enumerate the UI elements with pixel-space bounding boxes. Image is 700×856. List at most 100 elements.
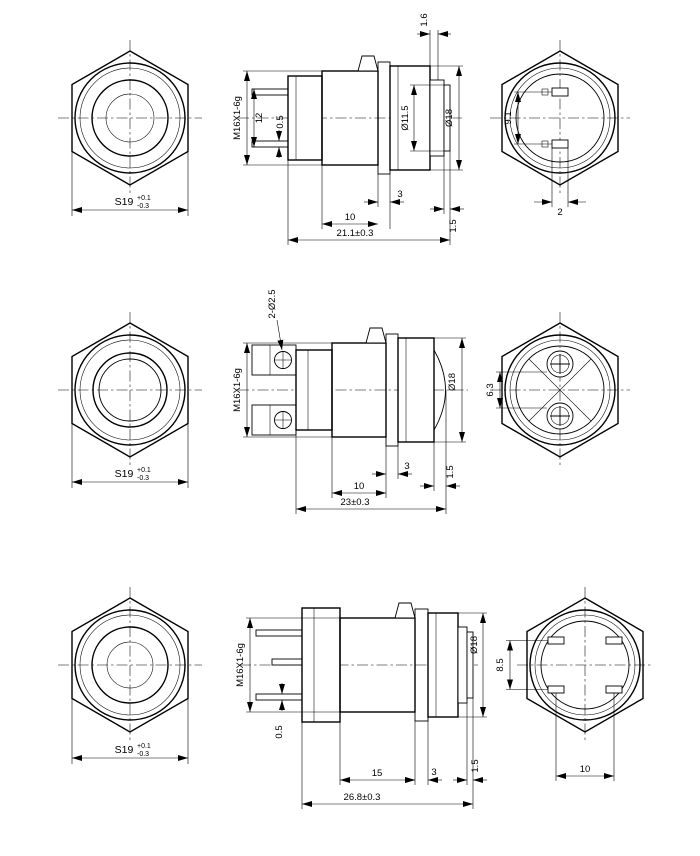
row1-tip-dim: 1.5 — [430, 151, 464, 245]
dim-hex-tol-top: +0.1 — [137, 743, 151, 750]
row2-pin-pitch-dim: 6.3 — [485, 371, 547, 409]
hex-nut-outline — [71, 322, 189, 458]
dim-hex-tol-bot: -0.3 — [137, 203, 149, 210]
row2-terminal-separators — [528, 358, 592, 422]
row2-flange-dia-dim: Ø18 — [434, 337, 466, 443]
row1-lip-dim: 1.6 — [417, 13, 451, 80]
hex-nut-outline — [501, 322, 619, 458]
row1-front-s19-dim: S19 +0.1 -0.3 — [71, 152, 189, 216]
row2-front-rings — [74, 334, 186, 446]
dim-hex-tol-bot: -0.3 — [137, 475, 149, 482]
dim-tip-thk: 1.5 — [445, 465, 456, 478]
dim-hex-tol-top: +0.1 — [137, 195, 151, 202]
row1-pin-pitch-dim: 9.1 — [503, 91, 552, 145]
row2-front-s19-dim: S19 +0.1 -0.3 — [71, 424, 189, 488]
dim-pin-spacing: 10 — [580, 764, 591, 775]
row2-back-rings — [504, 334, 616, 446]
dim-button-dia: Ø11.5 — [400, 105, 411, 130]
row1-pin-span-dim: 12 — [251, 89, 265, 147]
dim-thread-len: 15 — [372, 768, 383, 779]
row1-housing — [287, 75, 323, 161]
dim-hex-tol-top: +0.1 — [137, 467, 151, 474]
dim-washer-thk: 3 — [397, 189, 402, 200]
hex-nut-outline — [501, 50, 619, 186]
row1-flat-button-variant: S19 +0.1 -0.3 M16X1-6g 12 — [58, 13, 630, 245]
row2-thread-len-dim: 10 — [331, 437, 386, 498]
row2-hole-callout: 2-Ø2.5 — [267, 289, 284, 351]
row1-side-view: M16X1-6g 12 0.5 1.6 Ø11.5 Ø18 — [232, 13, 464, 245]
row2-housing — [295, 349, 333, 431]
row1-button-face — [443, 84, 451, 152]
row3-side-view: M16X1-6g 0.5 Ø18 15 3 — [235, 602, 487, 809]
row1-pin-thickness-dim: 0.5 — [275, 115, 286, 158]
row3-back-view: 8.5 10 — [495, 587, 653, 781]
row2-front-centerlines — [58, 312, 202, 468]
dim-tip-thk: 1.5 — [448, 219, 459, 232]
dim-total-len: 26.8±0.3 — [344, 792, 381, 803]
row3-total-len-dim: 26.8±0.3 — [301, 698, 474, 809]
row1-total-len-dim: 21.1±0.3 — [287, 160, 450, 245]
dim-hex-size: S19 — [115, 196, 134, 208]
hex-nut-outline — [526, 597, 644, 733]
row2-bezel-flange — [397, 337, 435, 443]
row3-tip-dim: 1.5 — [453, 703, 487, 785]
dim-washer-thk: 3 — [431, 767, 436, 778]
row1-pin-width-dim: 2 — [534, 148, 586, 218]
row1-locating-tab — [357, 55, 379, 72]
dim-pin-span: 12 — [254, 113, 265, 124]
dim-pin-pitch: 9.1 — [503, 111, 514, 124]
dim-hole-callout: 2-Ø2.5 — [267, 289, 278, 318]
row3-button-face — [466, 631, 474, 699]
row3-pin-spacing-dim: 10 — [555, 693, 615, 781]
row1-bezel-flange — [389, 65, 431, 171]
dim-total-len: 21.1±0.3 — [337, 228, 374, 239]
dim-lip: 1.6 — [419, 13, 430, 26]
row3-front-rings — [74, 609, 186, 721]
row2-side-view: 2-Ø2.5 M16X1-6g Ø18 3 — [232, 289, 468, 514]
row3-head-step — [457, 626, 468, 704]
row1-head-step — [429, 79, 445, 157]
row3-locating-tab — [394, 602, 416, 619]
row3-washer-dim: 3 — [405, 721, 442, 785]
row2-tip-dim: 1.5 — [420, 390, 460, 514]
row3-front-centerlines — [58, 587, 202, 743]
row3-front-s19-dim: S19 +0.1 -0.3 — [71, 699, 189, 764]
row1-front-centerlines — [58, 40, 202, 196]
row2-total-len-dim: 23±0.3 — [295, 430, 446, 514]
hex-nut-outline — [71, 597, 189, 733]
row3-pin-pitch-dim: 8.5 — [495, 640, 548, 690]
row1-thread-spec-dim: M16X1-6g — [232, 70, 322, 166]
row3-front-view: S19 +0.1 -0.3 — [58, 587, 202, 764]
row1-back-view: 9.1 2 — [490, 40, 630, 218]
dim-thread-spec: M16X1-6g — [235, 643, 246, 687]
row2-thread-spec-dim: M16X1-6g — [232, 342, 332, 438]
row1-button-dia-dim: Ø11.5 — [400, 84, 444, 152]
dim-thread-len: 10 — [354, 481, 365, 492]
dim-washer-thk: 3 — [404, 461, 409, 472]
row1-front-view: S19 +0.1 -0.3 — [58, 40, 202, 216]
hex-nut-outline — [71, 50, 189, 186]
row1-back-centerlines — [490, 40, 630, 196]
row2-screw-terminal-upper — [251, 344, 297, 376]
row2-locating-tab — [365, 327, 387, 344]
row2-front-view: S19 +0.1 -0.3 — [58, 312, 202, 488]
row3-thread-spec-dim: M16X1-6g — [235, 617, 340, 713]
row2-screw-terminal-variant: S19 +0.1 -0.3 2-Ø2.5 — [58, 289, 630, 514]
dim-pin-thickness: 0.5 — [275, 115, 286, 128]
dim-thread-len: 10 — [345, 212, 356, 223]
row2-screw-terminal-lower — [251, 404, 297, 436]
dim-pin-thickness: 0.5 — [274, 725, 285, 738]
dim-flange-dia: Ø18 — [444, 109, 455, 127]
dim-flange-dia: Ø18 — [469, 636, 480, 654]
dim-total-len: 23±0.3 — [341, 497, 370, 508]
dim-tip-thk: 1.5 — [470, 759, 481, 772]
dim-thread-spec: M16X1-6g — [232, 96, 243, 140]
dim-pin-pitch: 8.5 — [495, 658, 506, 671]
row3-housing — [301, 607, 341, 723]
row2-washer-dim: 3 — [372, 446, 412, 498]
row1-washer-dim: 3 — [364, 174, 404, 229]
row2-back-screws — [546, 350, 574, 430]
row3-back-rings — [529, 609, 641, 721]
